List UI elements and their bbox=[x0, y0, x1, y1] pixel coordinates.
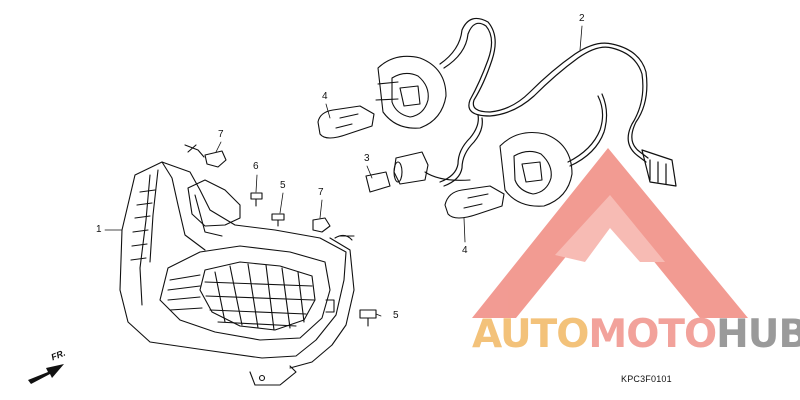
diagram-code: KPC3F0101 bbox=[621, 374, 672, 384]
screw-5-lower bbox=[359, 309, 377, 327]
callout-6: 6 bbox=[253, 161, 259, 172]
watermark-moto: MOTO bbox=[588, 312, 717, 357]
callout-4-lower: 4 bbox=[462, 245, 468, 256]
turn-signal-lower bbox=[444, 131, 573, 219]
screw-6 bbox=[250, 192, 263, 207]
callout-2: 2 bbox=[579, 13, 585, 24]
callout-7-lower: 7 bbox=[318, 187, 324, 198]
front-direction-arrow-icon bbox=[28, 364, 64, 384]
callout-7-upper: 7 bbox=[218, 129, 224, 140]
callout-1: 1 bbox=[96, 224, 102, 235]
watermark-triangle-logo bbox=[472, 148, 748, 318]
clip-7-upper bbox=[184, 144, 227, 168]
headlight-assembly bbox=[119, 161, 355, 386]
clip-7-lower bbox=[312, 217, 331, 233]
callout-5-upper: 5 bbox=[280, 180, 286, 191]
leader-lines bbox=[104, 25, 583, 317]
watermark-auto: AUTO bbox=[472, 312, 589, 357]
callout-4-upper: 4 bbox=[322, 91, 328, 102]
wire-harness bbox=[439, 17, 677, 187]
turn-signal-upper bbox=[317, 55, 447, 139]
callout-3: 3 bbox=[364, 153, 370, 164]
screw-5-upper bbox=[271, 213, 285, 227]
callout-5-lower: 5 bbox=[393, 310, 399, 321]
watermark-hub: HUB bbox=[716, 312, 800, 357]
watermark-text: AUTOMOTOHUB bbox=[472, 312, 800, 357]
bulb-socket-3 bbox=[365, 151, 471, 193]
